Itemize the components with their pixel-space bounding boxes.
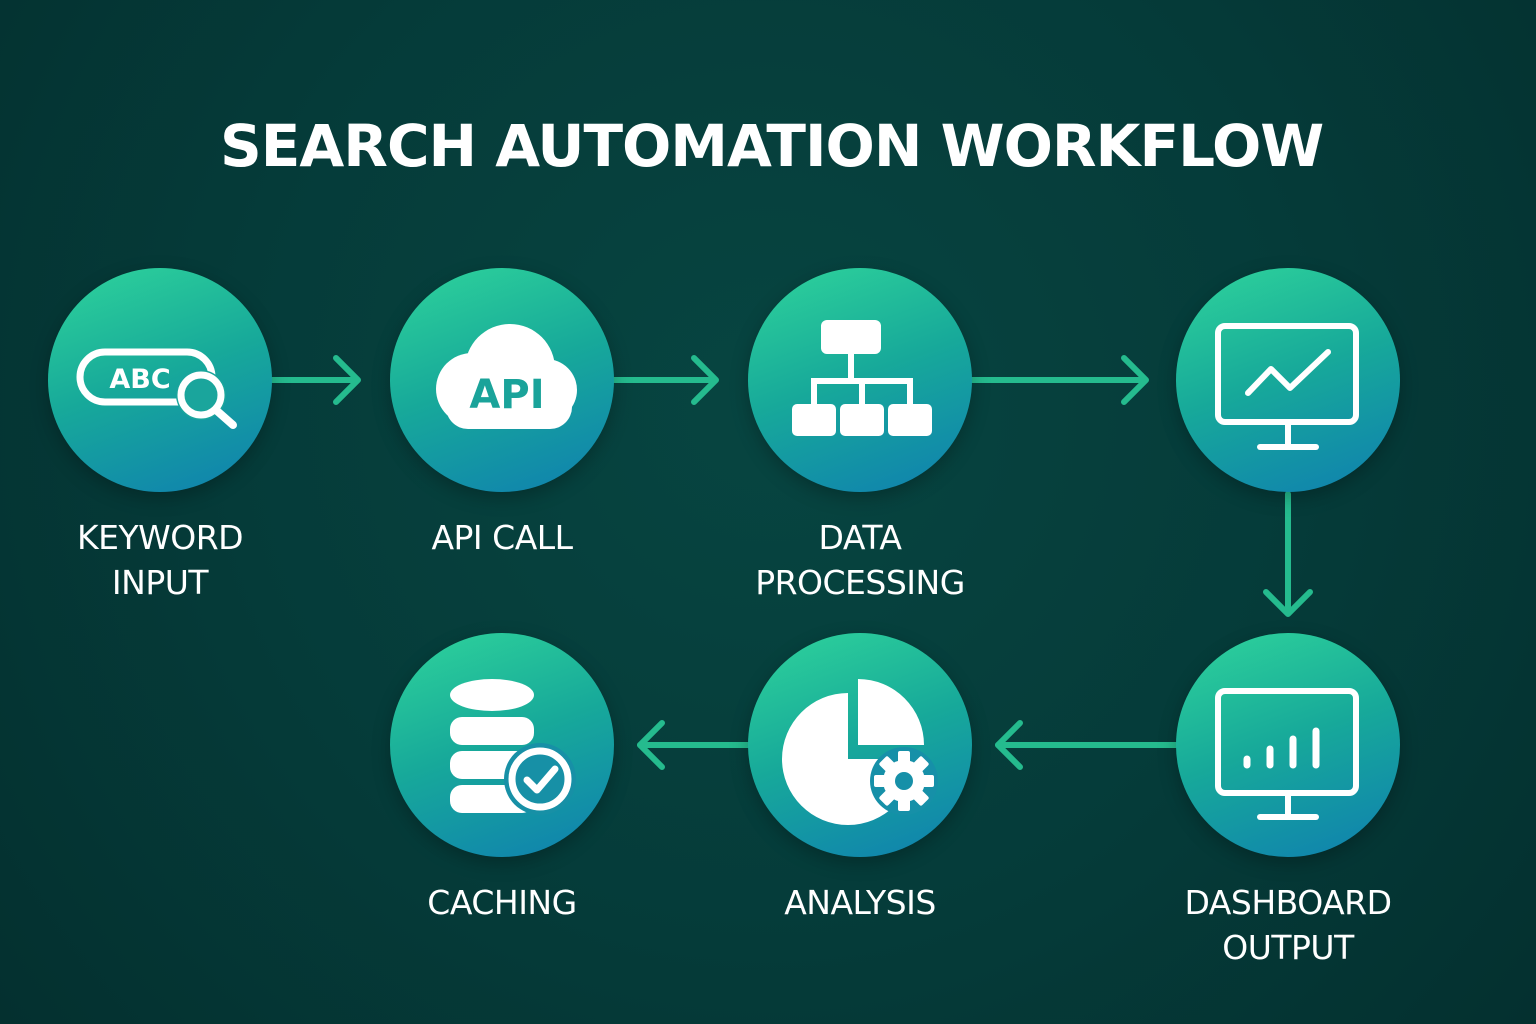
step-analysis-label: ANALYSIS	[784, 883, 936, 922]
hierarchy-icon	[792, 320, 932, 436]
step-data-processing-node	[748, 268, 972, 492]
step-keyword-input-node: ABC	[48, 268, 272, 492]
keyword-search-icon: ABC	[76, 348, 237, 429]
step-keyword-input-label: KEYWORD INPUT	[76, 518, 244, 602]
arrow-monitor-to-dashboard	[1263, 491, 1313, 617]
arrow-analysis-to-caching	[637, 720, 751, 770]
bar-chart-monitor-icon	[1215, 688, 1359, 820]
api-cloud-icon: API	[436, 324, 577, 429]
arrow-keyword-to-api	[269, 355, 361, 405]
step-caching-node	[390, 633, 614, 857]
line-chart-monitor-icon	[1215, 323, 1359, 450]
keyword-icon-text: ABC	[109, 364, 170, 395]
step-analysis-node	[748, 633, 972, 857]
step-api-call-label: API CALL	[431, 518, 573, 557]
step-api-call-node: API	[390, 268, 614, 492]
step-dashboard-output-node	[1176, 633, 1400, 857]
step-data-processing-label: DATA PROCESSING	[755, 518, 965, 602]
step-caching-label: CACHING	[427, 883, 577, 922]
diagram-title: SEARCH AUTOMATION WORKFLOW	[220, 112, 1324, 180]
pie-chart-gear-icon	[782, 679, 938, 825]
database-check-icon	[450, 679, 576, 815]
arrow-api-to-processing	[609, 355, 719, 405]
step-line-chart-monitor-node	[1176, 268, 1400, 492]
api-icon-text: API	[469, 372, 544, 418]
step-dashboard-output-label: DASHBOARD OUTPUT	[1184, 883, 1392, 967]
arrow-dashboard-to-analysis	[995, 720, 1179, 770]
arrow-processing-to-monitor	[967, 355, 1149, 405]
